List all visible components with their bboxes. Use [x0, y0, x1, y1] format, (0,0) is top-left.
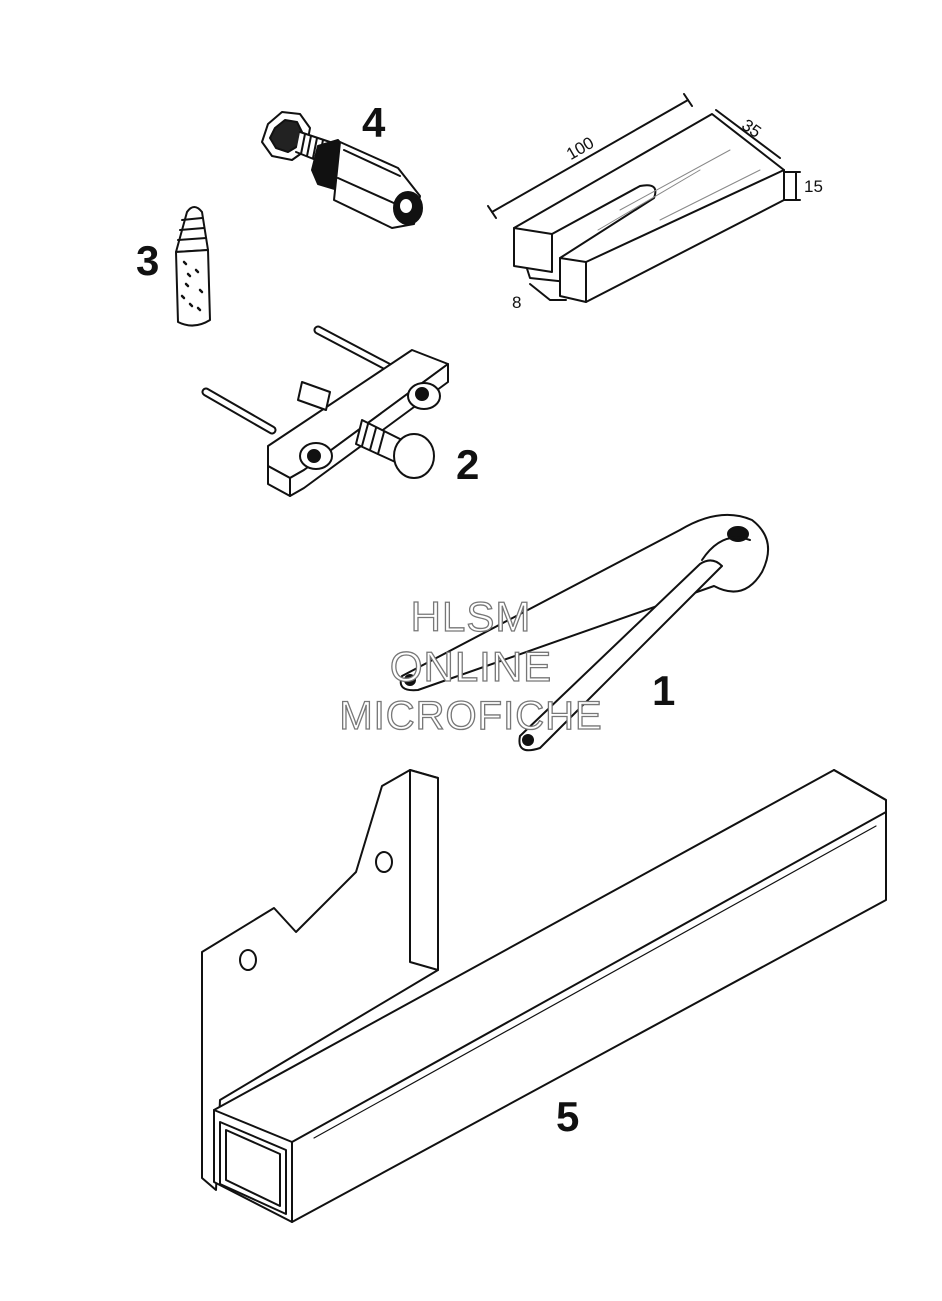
callout-2: 2	[456, 441, 480, 488]
callout-3: 3	[136, 237, 160, 284]
tool-5-support-stand	[201, 769, 887, 1223]
watermark-line-3: MICROFICHE	[339, 694, 603, 738]
tool-2-puller-bar	[201, 325, 449, 497]
callout-5: 5	[556, 1093, 580, 1140]
tool-4-puller-bolt	[261, 111, 423, 229]
callout-4: 4	[362, 99, 386, 146]
dimension-slot: 8	[512, 293, 522, 312]
watermark-line-2: ONLINE	[389, 643, 553, 690]
callout-1: 1	[652, 667, 676, 714]
dimension-height: 15	[804, 177, 823, 196]
slotted-block	[487, 93, 801, 303]
watermark-line-1: HLSM	[410, 593, 532, 640]
tool-3-grease-tube	[175, 206, 211, 327]
tool-1-pin-spanner	[399, 513, 770, 752]
